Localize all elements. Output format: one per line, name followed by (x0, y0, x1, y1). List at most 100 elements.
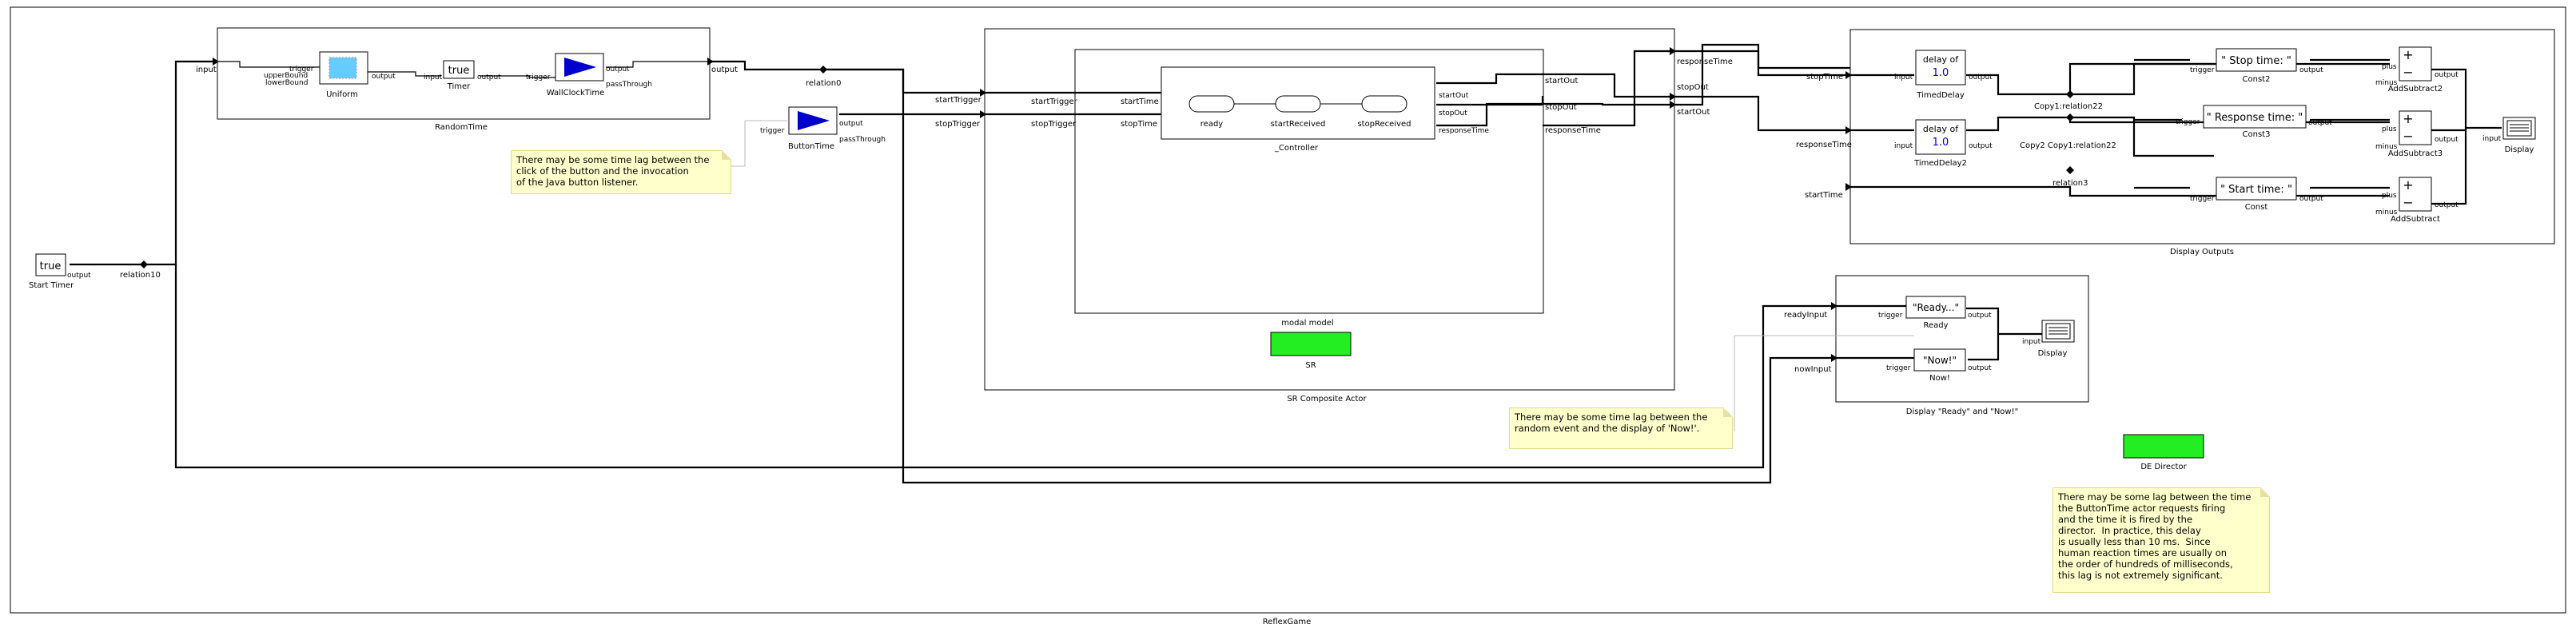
svg-text:output: output (477, 74, 501, 81)
svg-text:output: output (1969, 142, 1993, 150)
timed-delay2-actor[interactable]: delay of 1.0 (1915, 119, 1966, 155)
svg-text:"Now!": "Now!" (1923, 355, 1957, 366)
sr-composite-actor[interactable] (984, 28, 1675, 391)
svg-text:" Response time: ": " Response time: " (2207, 112, 2303, 124)
svg-text:output: output (1968, 364, 1992, 372)
display-ready-now-actor[interactable] (1835, 275, 2089, 403)
uniform-actor[interactable] (319, 51, 368, 85)
display-outputs-actor[interactable] (1849, 29, 2555, 244)
timer-actor[interactable]: true (443, 60, 475, 79)
svg-text:true: true (448, 65, 470, 77)
svg-text:−: − (2403, 65, 2413, 80)
note-director-lag[interactable]: There may be some lag between the time t… (2052, 487, 2270, 593)
state-ready[interactable] (1188, 95, 1235, 113)
relation0-diamond (819, 66, 827, 74)
svg-text:trigger: trigger (2176, 118, 2200, 126)
svg-text:output: output (2299, 66, 2323, 74)
svg-text:output: output (2435, 201, 2459, 209)
note-random-event-lag[interactable]: There may be some time lag between the r… (1509, 407, 1733, 449)
svg-text:ready: ready (1200, 120, 1224, 129)
timed-delay-actor[interactable]: delay of 1.0 (1915, 50, 1966, 85)
model-frame (10, 6, 2566, 614)
const3-label: Const3 (2243, 130, 2271, 139)
display-outputs-label: Display Outputs (2170, 248, 2234, 256)
relation0-label: relation0 (806, 79, 841, 88)
svg-text:startOut: startOut (1439, 92, 1469, 100)
state-stop-received[interactable] (1361, 95, 1407, 113)
de-director[interactable] (2123, 434, 2204, 459)
svg-text:+: + (2403, 47, 2413, 62)
modal-model-label: modal model (1281, 319, 1333, 328)
controller-label: _Controller (1274, 144, 1319, 153)
svg-text:stopTrigger: stopTrigger (1031, 120, 1077, 129)
add-subtract-label: AddSubtract (2391, 215, 2440, 224)
now-actor[interactable]: "Now!" (1913, 348, 1966, 372)
copy2-diamond (2066, 113, 2074, 121)
svg-text:input: input (1894, 74, 1913, 81)
svg-text:plus: plus (2382, 125, 2397, 133)
random-time-port-in: input (196, 66, 217, 74)
display-actor[interactable] (2502, 117, 2536, 140)
svg-text:trigger: trigger (1886, 364, 1911, 372)
svg-text:−: − (2403, 129, 2413, 144)
svg-text:stopTrigger: stopTrigger (935, 120, 981, 129)
const-label: Const (2245, 203, 2268, 212)
svg-text:startOut: startOut (1545, 77, 1579, 85)
modal-model-actor[interactable] (1074, 49, 1544, 314)
ready-label: Ready (1923, 321, 1948, 330)
svg-text:input: input (2482, 135, 2502, 143)
svg-text:startOut: startOut (1677, 108, 1710, 117)
ready-actor[interactable]: "Ready..." (1905, 296, 1966, 319)
relation10-label: relation10 (120, 271, 161, 280)
const-actor[interactable]: " Start time: " (2216, 177, 2297, 201)
svg-text:passThrough: passThrough (606, 81, 652, 89)
svg-text:output: output (2308, 119, 2332, 127)
svg-text:readyInput: readyInput (1784, 311, 1827, 320)
svg-text:Copy1:relation22: Copy1:relation22 (2034, 102, 2103, 111)
svg-text:input: input (1894, 142, 1913, 150)
add-subtract3-actor[interactable]: + − (2399, 110, 2432, 145)
start-timer-port-out: output (67, 272, 91, 280)
button-time-actor[interactable] (788, 106, 838, 135)
svg-text:output: output (2299, 195, 2323, 203)
uniform-label: Uniform (326, 90, 358, 99)
start-timer-actor[interactable]: true (35, 253, 66, 276)
svg-text:minus: minus (2375, 143, 2398, 151)
svg-text:output: output (606, 66, 630, 74)
svg-text:minus: minus (2375, 79, 2398, 87)
svg-text:stopOut: stopOut (1439, 109, 1467, 117)
svg-text:responseTime: responseTime (1677, 58, 1733, 66)
state-start-received[interactable] (1275, 95, 1321, 113)
note-button-lag[interactable]: There may be some time lag between the c… (511, 150, 731, 194)
sr-director-label: SR (1305, 361, 1316, 370)
add-subtract2-actor[interactable]: + − (2399, 46, 2432, 81)
const2-actor[interactable]: " Stop time: " (2216, 48, 2297, 72)
svg-text:trigger: trigger (526, 74, 551, 81)
svg-text:output: output (2435, 71, 2459, 79)
model-title: ReflexGame (1263, 618, 1312, 626)
sr-director[interactable] (1270, 332, 1352, 356)
display-ready-now-label: Display "Ready" and "Now!" (1906, 407, 2018, 416)
display-ready-actor[interactable] (2041, 320, 2075, 343)
svg-text:plus: plus (2382, 63, 2397, 71)
svg-text:startTime: startTime (1121, 97, 1159, 106)
svg-text:+: + (2403, 177, 2413, 193)
const3-actor[interactable]: " Response time: " (2203, 105, 2307, 129)
add-subtract3-label: AddSubtract3 (2388, 149, 2443, 158)
random-time-label: RandomTime (435, 123, 488, 132)
wallclock-time-actor[interactable] (555, 53, 604, 81)
svg-text:startReceived: startReceived (1271, 120, 1326, 129)
svg-text:output: output (839, 120, 863, 128)
svg-text:startTrigger: startTrigger (1031, 97, 1078, 106)
button-time-label: ButtonTime (788, 142, 834, 151)
svg-text:1.0: 1.0 (1933, 137, 1949, 149)
timed-delay-label: TimedDelay (1916, 91, 1965, 100)
svg-text:lowerBound: lowerBound (265, 79, 308, 87)
svg-text:input: input (424, 74, 443, 81)
timer-label: Timer (447, 82, 471, 91)
svg-text:stopOut: stopOut (1545, 103, 1577, 112)
add-subtract-actor[interactable]: + − (2399, 177, 2432, 212)
svg-text:trigger: trigger (2190, 195, 2215, 203)
random-time-actor[interactable] (217, 27, 711, 120)
